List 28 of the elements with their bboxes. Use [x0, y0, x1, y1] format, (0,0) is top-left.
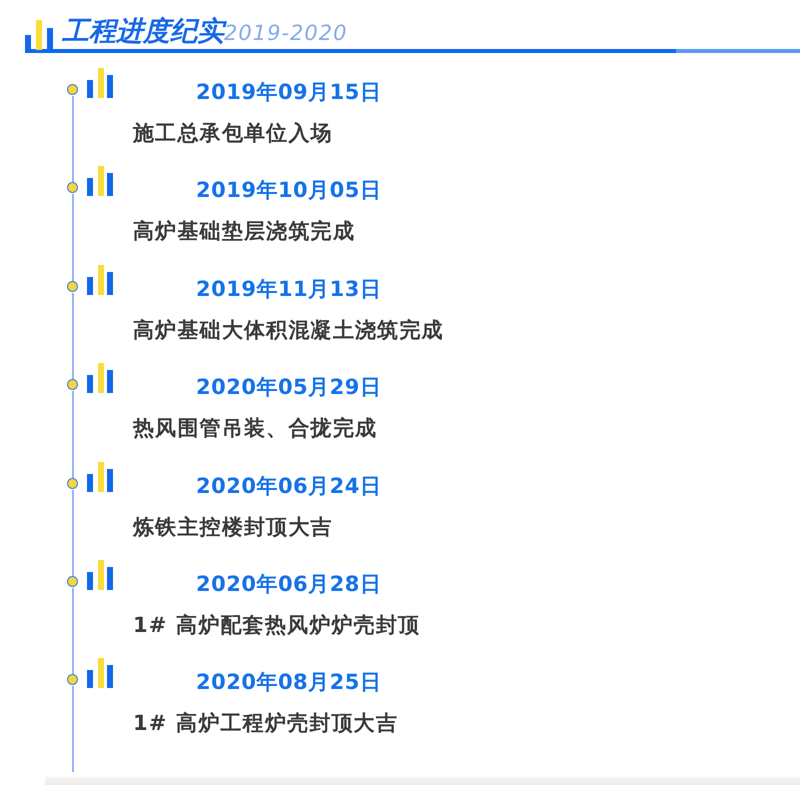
timeline-dot: [67, 478, 78, 489]
milestone-text: 炼铁主控楼封顶大吉: [133, 514, 333, 540]
timeline-line: [72, 293, 74, 379]
timeline-dot: [67, 674, 78, 685]
milestone-text: 高炉基础大体积混凝土浇筑完成: [133, 317, 444, 343]
timeline-line: [72, 490, 74, 576]
date-label: 2020年06月24日: [196, 473, 382, 499]
timeline-dot: [67, 281, 78, 292]
milestone-text: 高炉基础垫层浇筑完成: [133, 218, 355, 244]
milestone-text: 1# 高炉工程炉壳封顶大吉: [133, 710, 398, 736]
milestone-text: 施工总承包单位入场: [133, 120, 333, 146]
milestone-text: 1# 高炉配套热风炉炉壳封顶: [133, 612, 420, 638]
timeline-dot: [67, 379, 78, 390]
milestone-text: 热风围管吊装、合拢完成: [133, 415, 378, 441]
timeline-dot: [67, 182, 78, 193]
timeline-line: [72, 588, 74, 674]
timeline-line: [72, 96, 74, 182]
date-label: 2020年05月29日: [196, 374, 382, 400]
timeline-line: [72, 391, 74, 478]
date-label: 2019年11月13日: [196, 276, 382, 302]
timeline-dot: [67, 576, 78, 587]
date-label: 2019年09月15日: [196, 79, 382, 105]
timeline-line: [72, 194, 74, 281]
date-label: 2020年08月25日: [196, 669, 382, 695]
date-label: 2019年10月05日: [196, 177, 382, 203]
timeline-line: [72, 686, 74, 772]
date-label: 2020年06月28日: [196, 571, 382, 597]
timeline-dot: [67, 84, 78, 95]
